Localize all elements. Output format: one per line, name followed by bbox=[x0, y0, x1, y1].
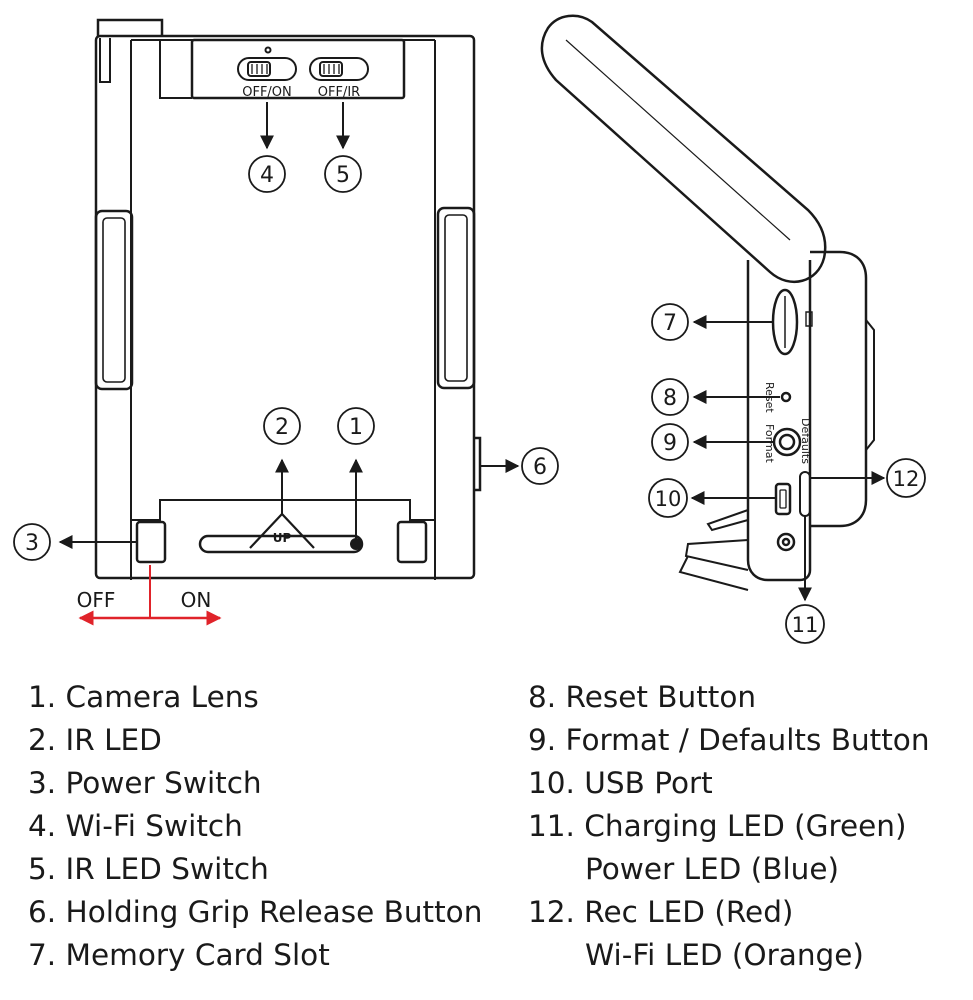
up-label: UP bbox=[273, 531, 292, 545]
wifi-switch bbox=[237, 46, 297, 81]
grip-arm bbox=[540, 14, 827, 283]
svg-text:11: 11 bbox=[792, 613, 819, 637]
svg-text:5: 5 bbox=[336, 163, 350, 188]
bottom-clip bbox=[706, 509, 749, 532]
bottom-jack bbox=[776, 532, 796, 552]
svg-text:3: 3 bbox=[25, 531, 39, 556]
callout-3: 3 bbox=[13, 523, 51, 561]
svg-text:2: 2 bbox=[275, 415, 289, 440]
camera-body bbox=[746, 260, 812, 582]
top-clip bbox=[96, 18, 164, 36]
side-view bbox=[540, 14, 875, 591]
camera-lens bbox=[350, 538, 362, 550]
power-on-label: ON bbox=[181, 588, 212, 612]
legend-item: 6. Holding Grip Release Button bbox=[28, 895, 483, 929]
svg-text:4: 4 bbox=[260, 163, 274, 188]
svg-text:8: 8 bbox=[663, 386, 677, 411]
legend-item: 7. Memory Card Slot bbox=[28, 938, 330, 972]
svg-text:10: 10 bbox=[655, 487, 682, 511]
callout-4: 4 bbox=[248, 155, 286, 193]
format-button bbox=[772, 427, 802, 457]
legend-item: 12. Rec LED (Red) bbox=[528, 895, 794, 929]
legend-item: 9. Format / Defaults Button bbox=[528, 723, 930, 757]
legend-item-continuation: Power LED (Blue) bbox=[585, 852, 840, 886]
legend-item-continuation: Wi-Fi LED (Orange) bbox=[585, 938, 864, 972]
camera-diagram: OFF/ON OFF/IR UP OFF ON bbox=[13, 14, 926, 644]
lens-tray bbox=[130, 499, 436, 578]
wifi-switch-label: OFF/ON bbox=[242, 85, 292, 100]
ir-switch-label: OFF/IR bbox=[318, 85, 360, 100]
legend-left: 1. Camera Lens 2. IR LED 3. Power Switch… bbox=[28, 676, 482, 977]
svg-text:12: 12 bbox=[893, 467, 920, 491]
callout-2: 2 bbox=[263, 407, 301, 445]
callout-11: 11 bbox=[785, 604, 825, 644]
callout-5: 5 bbox=[324, 155, 362, 193]
callout-8: 8 bbox=[651, 378, 689, 416]
front-view bbox=[94, 18, 482, 580]
callout-10: 10 bbox=[648, 478, 688, 518]
ir-switch bbox=[309, 57, 369, 81]
defaults-label: Defaults bbox=[799, 418, 812, 464]
legend-item: 3. Power Switch bbox=[28, 766, 262, 800]
right-grip bbox=[436, 206, 476, 390]
svg-text:1: 1 bbox=[349, 415, 363, 440]
reset-button bbox=[780, 391, 792, 403]
legend-item: 4. Wi-Fi Switch bbox=[28, 809, 243, 843]
callout-9: 9 bbox=[651, 423, 689, 461]
svg-text:6: 6 bbox=[533, 455, 547, 480]
device-body bbox=[94, 34, 476, 580]
legend-item: 10. USB Port bbox=[528, 766, 713, 800]
callout-12: 12 bbox=[886, 458, 926, 498]
switch-box bbox=[190, 38, 406, 100]
usb-port bbox=[774, 482, 792, 516]
callout-7: 7 bbox=[651, 303, 689, 341]
callout-6: 6 bbox=[521, 447, 559, 485]
legend-right: 8. Reset Button 9. Format / Defaults But… bbox=[528, 676, 930, 977]
legend-item: 11. Charging LED (Green) bbox=[528, 809, 907, 843]
format-label: Format bbox=[763, 424, 776, 463]
front-housing bbox=[810, 250, 868, 528]
legend-item: 5. IR LED Switch bbox=[28, 852, 269, 886]
legend-item: 1. Camera Lens bbox=[28, 680, 259, 714]
svg-text:7: 7 bbox=[663, 311, 677, 336]
callout-1: 1 bbox=[337, 407, 375, 445]
memory-card-slot bbox=[771, 288, 799, 356]
power-off-label: OFF bbox=[77, 588, 116, 612]
legend-item: 2. IR LED bbox=[28, 723, 162, 757]
legend-item: 8. Reset Button bbox=[528, 680, 757, 714]
left-grip bbox=[94, 209, 134, 391]
callout-arrows bbox=[58, 102, 886, 602]
svg-text:9: 9 bbox=[663, 431, 677, 456]
led-strip bbox=[799, 471, 811, 517]
grip-release-button bbox=[474, 436, 482, 492]
